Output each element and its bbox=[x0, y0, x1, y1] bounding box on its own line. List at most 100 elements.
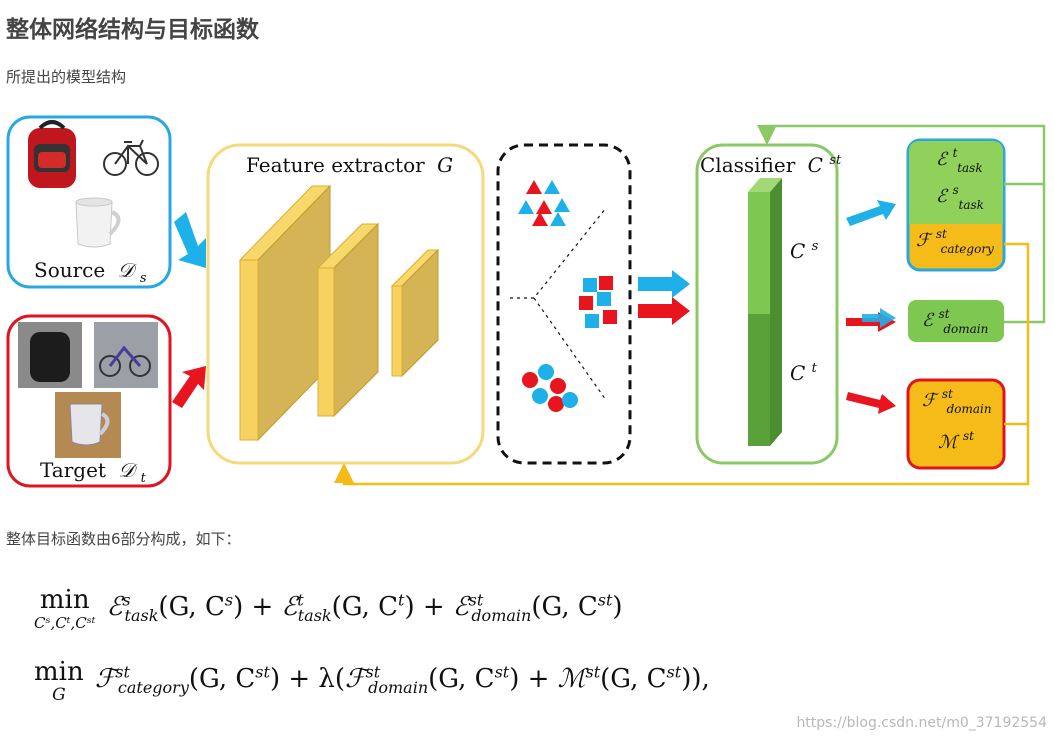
backpack-icon bbox=[28, 120, 76, 188]
eq2-t1-sup: st bbox=[115, 662, 130, 681]
domain-f-loss-sub: domain bbox=[947, 402, 992, 416]
task-loss-t-sup: t bbox=[953, 146, 958, 160]
category-loss-symbol: ℱ bbox=[916, 230, 933, 251]
eq1-min: min bbox=[39, 585, 90, 615]
intro-text: 所提出的模型结构 bbox=[6, 68, 127, 86]
task-loss-s-symbol: ℰ bbox=[936, 186, 949, 207]
svg-text:Source 𝒟 s: Source 𝒟 s bbox=[34, 258, 147, 286]
eq2-min-sub: G bbox=[52, 685, 66, 705]
feature-extractor-box: Feature extractor G bbox=[206, 143, 485, 465]
domain-loss-symbol: ℰ bbox=[922, 310, 935, 331]
conv-block-1 bbox=[238, 184, 332, 442]
domain-loss-sub: domain bbox=[943, 322, 988, 336]
classifier-symbol: C bbox=[808, 153, 823, 177]
mst-loss-symbol: ℳ bbox=[938, 432, 960, 453]
task-loss-s-sub: task bbox=[959, 198, 984, 212]
source-arrow bbox=[174, 212, 206, 268]
page-title: 整体网络结构与目标函数 bbox=[6, 17, 259, 43]
svg-text:ℰ t task: ℰ t task bbox=[936, 141, 983, 175]
category-loss-sup: st bbox=[936, 227, 947, 241]
eq2-t2-end: ) + bbox=[509, 663, 558, 694]
eq1-t2-sup: t bbox=[297, 590, 304, 609]
classifier-source-segment bbox=[748, 192, 770, 314]
bicycle-icon bbox=[103, 139, 159, 176]
objective-intro: 整体目标函数由6部分构成，如下： bbox=[6, 530, 241, 548]
eq1-t1-arg: (G, C bbox=[158, 591, 225, 622]
eq1-min-sub: Cˢ,Cᵗ,Cˢᵗ bbox=[34, 614, 96, 632]
classifier-box: Classifier C st C s C t bbox=[695, 143, 842, 465]
eq1-t2-argsup: t bbox=[398, 590, 405, 609]
svg-text:ℱ st domain: ℱ st domain bbox=[922, 382, 992, 416]
conv-block-2 bbox=[316, 222, 380, 418]
svg-text:ℱ st category: ℱ st category bbox=[916, 222, 994, 256]
objective-equation-2: min G ℱstcategory(G, Cst) + λ(ℱstdomain(… bbox=[34, 658, 710, 704]
classifier-superscript: st bbox=[829, 153, 842, 168]
eq1-t3-sub: domain bbox=[471, 605, 532, 625]
eq2-t2-sup: st bbox=[365, 662, 381, 681]
target-subscript: t bbox=[141, 471, 147, 486]
eq2-t1-argsup: st bbox=[255, 662, 270, 681]
cs-superscript: s bbox=[812, 239, 819, 254]
eq2-t3-arg: (G, C bbox=[600, 663, 667, 694]
eq2-t1-arg: (G, C bbox=[188, 663, 256, 694]
target-bicycle-photo bbox=[94, 322, 158, 388]
svg-text:Feature extractor G: Feature extractor G bbox=[246, 153, 453, 177]
classifier-target-segment bbox=[748, 314, 770, 446]
feature-to-classifier-arrows bbox=[638, 270, 690, 325]
ct-symbol: C bbox=[790, 361, 805, 385]
eq1-t3-argsup: st bbox=[597, 590, 613, 609]
square-cluster bbox=[579, 276, 617, 328]
eq2-t3: ℳ bbox=[557, 663, 586, 694]
eq1-t2-end: ) + bbox=[404, 591, 453, 622]
svg-text:Target 𝒟 t: Target 𝒟 t bbox=[40, 458, 147, 486]
eq1-t1: ℰ bbox=[106, 591, 123, 622]
eq1-t3-sup: st bbox=[468, 590, 484, 609]
svg-text:Classifier C st: Classifier C st bbox=[700, 153, 842, 177]
task-loss-s-sup: s bbox=[953, 183, 959, 197]
eq2-t3-argsup: st bbox=[666, 662, 682, 681]
eq2-t1: ℱ bbox=[94, 663, 116, 694]
svg-text:ℰ s task: ℰ s task bbox=[936, 178, 984, 212]
eq1-t3-arg: (G, C bbox=[531, 591, 598, 622]
watermark: https://blog.csdn.net/m0_37192554 bbox=[796, 715, 1047, 731]
target-label: Target bbox=[40, 458, 106, 482]
target-arrow bbox=[172, 366, 206, 408]
target-mug-photo bbox=[55, 392, 121, 458]
eq2-t3-sup: st bbox=[585, 662, 601, 681]
triangle-cluster bbox=[518, 180, 570, 226]
objective-equation-1: min Cˢ,Cᵗ,Cˢᵗ ℰstask(G, Cs) + ℰttask(G, … bbox=[34, 586, 623, 632]
svg-text:C t: C t bbox=[790, 361, 818, 385]
eq2-t2-sub: domain bbox=[368, 677, 429, 697]
svg-text:ℳ st: ℳ st bbox=[938, 429, 974, 453]
target-loss-box: ℱ st domain ℳ st bbox=[906, 378, 1006, 470]
domain-loss-box: ℰ st domain bbox=[908, 300, 1004, 342]
mst-loss-sup: st bbox=[963, 429, 974, 443]
circle-cluster bbox=[522, 364, 578, 412]
target-domain-box: Target 𝒟 t bbox=[6, 314, 172, 488]
feature-extractor-label: Feature extractor bbox=[246, 153, 425, 177]
source-symbol: 𝒟 bbox=[118, 258, 138, 282]
eq2-t3-end: )), bbox=[681, 663, 710, 694]
eq1-t1-sup: s bbox=[122, 590, 131, 609]
classifier-label: Classifier bbox=[700, 153, 796, 177]
eq1-t3-end: ) bbox=[612, 591, 623, 622]
eq2-t2: ℱ bbox=[345, 663, 366, 694]
eq1-t2-arg: (G, C bbox=[331, 591, 399, 622]
domain-f-loss-symbol: ℱ bbox=[922, 390, 939, 411]
mug-icon bbox=[75, 197, 121, 248]
domain-loss-sup: st bbox=[939, 307, 950, 321]
yellow-feedback-line bbox=[334, 242, 1030, 486]
eq1-t2-sub: task bbox=[297, 605, 332, 625]
eq1-t1-argsup: s bbox=[224, 590, 234, 609]
architecture-diagram: Source 𝒟 s Target 𝒟 t bbox=[6, 115, 1046, 488]
svg-text:ℰ st domain: ℰ st domain bbox=[922, 302, 988, 336]
svg-text:C s: C s bbox=[790, 239, 819, 263]
task-loss-box: ℰ t task ℰ s task ℱ st category bbox=[906, 138, 1006, 272]
eq2-t2-arg: (G, C bbox=[428, 663, 495, 694]
source-subscript: s bbox=[140, 271, 147, 286]
target-backpack-photo bbox=[18, 322, 82, 388]
eq2-t1-sub: category bbox=[117, 677, 189, 697]
source-label: Source bbox=[34, 258, 105, 282]
feature-space-box bbox=[496, 143, 632, 465]
eq1-t1-sub: task bbox=[124, 605, 159, 625]
